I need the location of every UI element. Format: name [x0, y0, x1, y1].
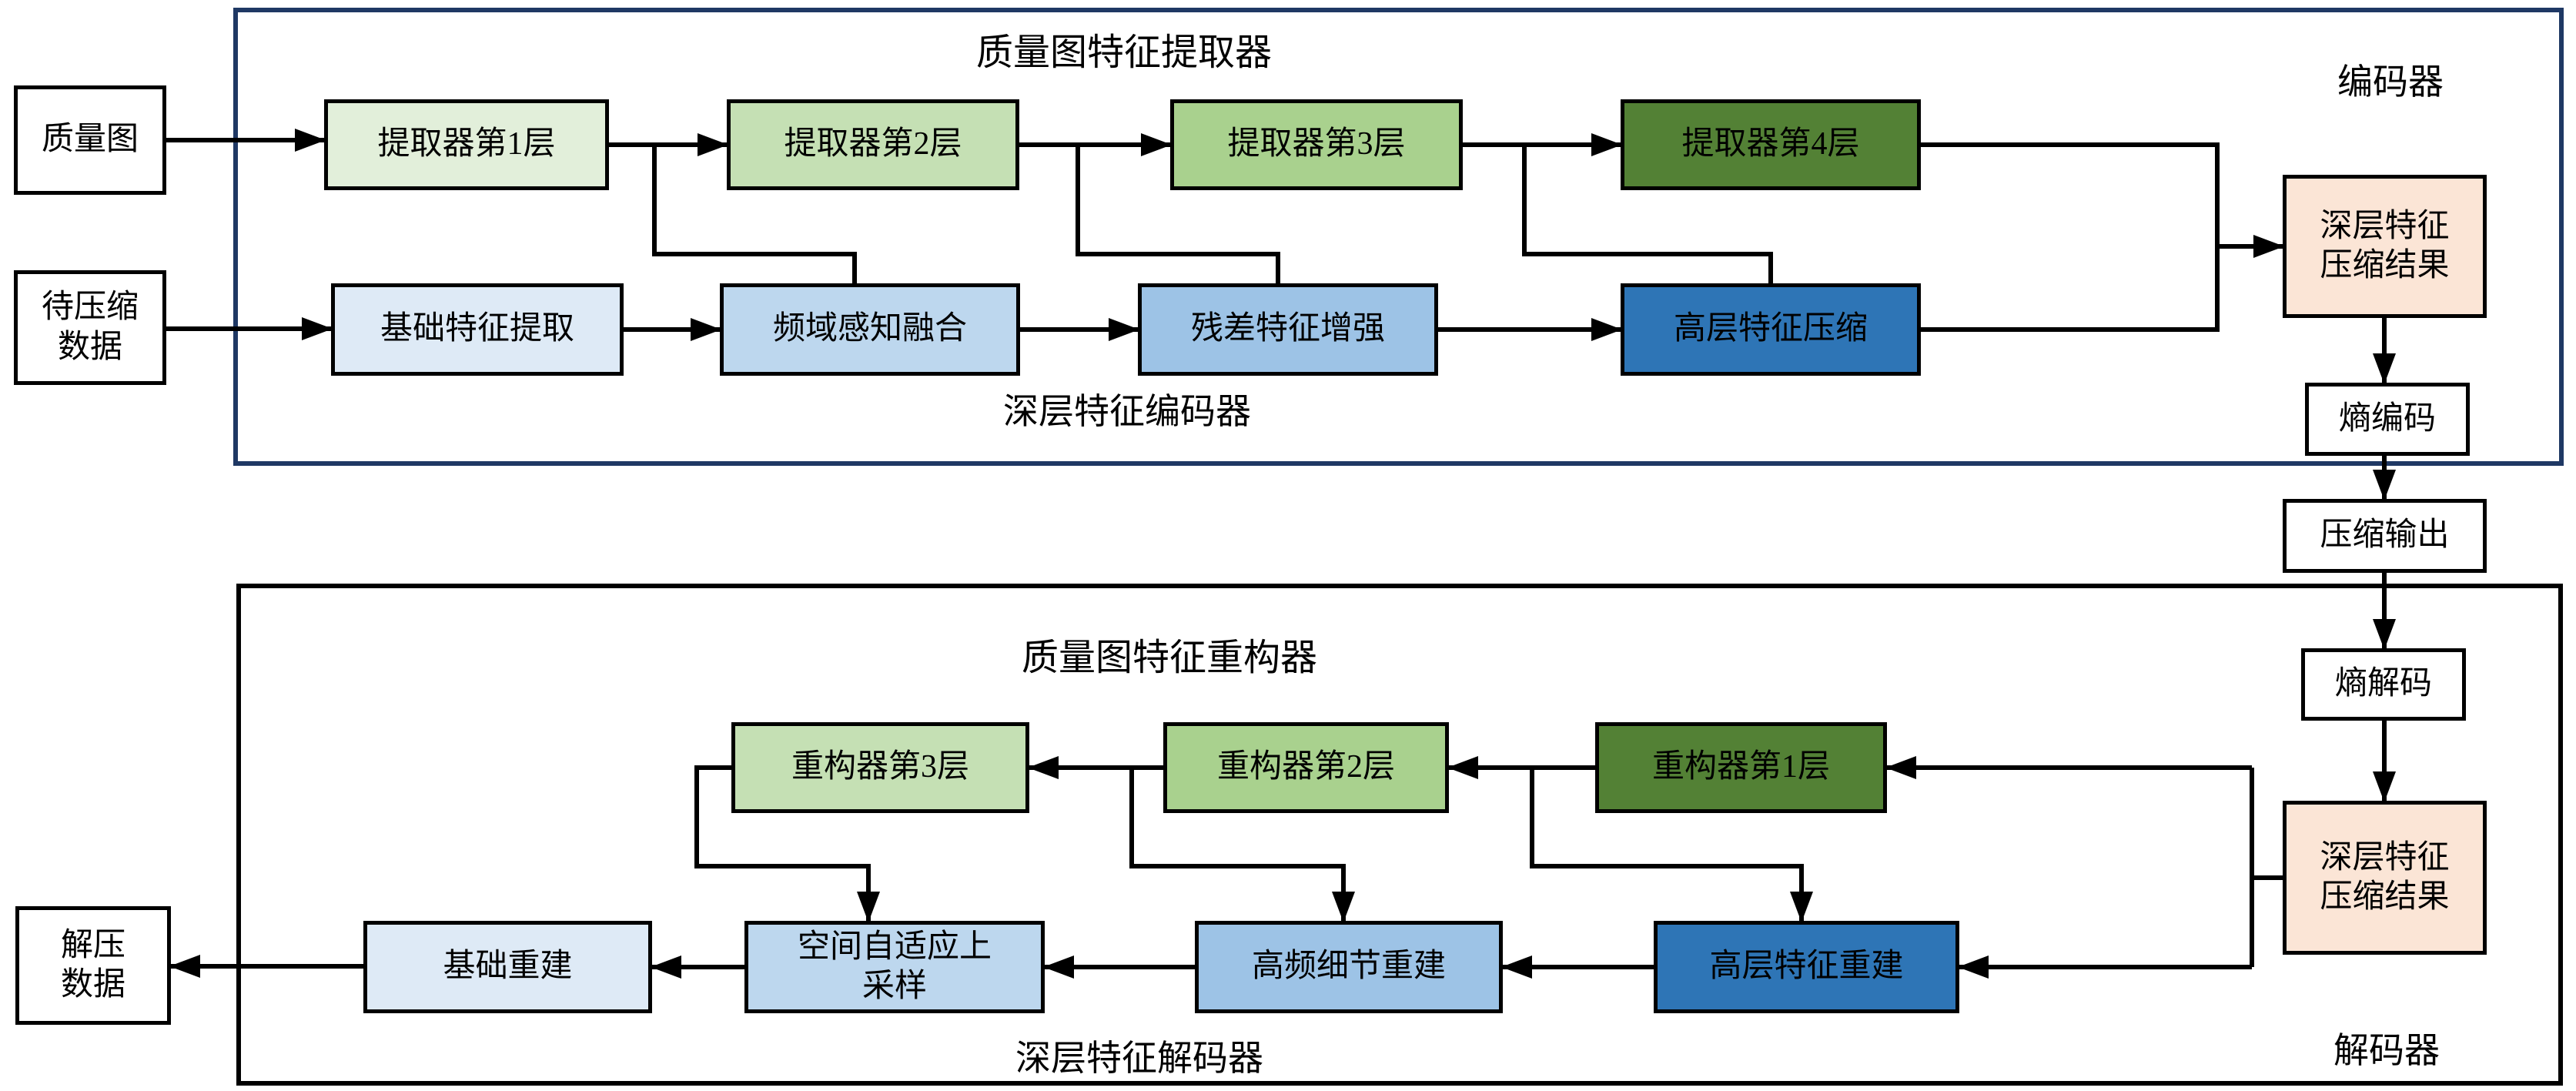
wire-high-to-merge: [1921, 246, 2220, 332]
encoder-frame: [233, 8, 2564, 466]
deep-feature-result-decoder: 深层特征 压缩结果: [2283, 801, 2487, 955]
base-feature-extraction: 基础特征提取: [331, 283, 624, 376]
skip-rec1-to-hlrec: [1530, 768, 1813, 922]
encoder-title: 质量图特征提取器: [975, 32, 1272, 73]
extractor-layer-1: 提取器第1层: [324, 99, 609, 190]
base-reconstruction: 基础重建: [363, 921, 652, 1013]
highlevel-feature-compression: 高层特征压缩: [1621, 283, 1921, 376]
decoder-frame: [236, 584, 2563, 1086]
skip-ext2-to-resid: [1076, 145, 1280, 283]
input-data-to-compress: 待压缩 数据: [14, 270, 166, 385]
residual-feature-enhancement: 残差特征增强: [1138, 283, 1438, 376]
spatial-adaptive-upsampling: 空间自适应上 采样: [744, 921, 1045, 1013]
extractor-layer-4: 提取器第4层: [1621, 99, 1921, 190]
highlevel-feature-reconstruction: 高层特征重建: [1654, 921, 1959, 1013]
skip-ext1-to-freq: [652, 145, 857, 283]
frequency-aware-fusion: 频域感知融合: [720, 283, 1020, 376]
output-decompressed-data: 解压 数据: [15, 906, 171, 1025]
decoder-title: 质量图特征重构器: [1021, 638, 1317, 678]
reconstructor-layer-3: 重构器第3层: [731, 722, 1029, 813]
skip-rec3-to-spatial: [694, 765, 880, 922]
reconstructor-layer-1: 重构器第1层: [1595, 722, 1887, 813]
decoder-sublabel: 深层特征解码器: [1015, 1039, 1263, 1078]
extractor-layer-2: 提取器第2层: [727, 99, 1019, 190]
deep-feature-result-encoder: 深层特征 压缩结果: [2283, 175, 2487, 318]
decoder-region-label: 解码器: [2333, 1031, 2440, 1070]
skip-ext3-to-high: [1522, 145, 1773, 283]
wire-ext4-to-merge: [1921, 142, 2220, 246]
compressed-output: 压缩输出: [2283, 499, 2487, 573]
entropy-encoding: 熵编码: [2305, 383, 2470, 456]
extractor-layer-3: 提取器第3层: [1170, 99, 1463, 190]
encoder-region-label: 编码器: [2337, 62, 2444, 102]
reconstructor-layer-2: 重构器第2层: [1163, 722, 1449, 813]
highfreq-detail-reconstruction: 高频细节重建: [1195, 921, 1503, 1013]
encoder-sublabel: 深层特征编码器: [1003, 392, 1251, 431]
entropy-decoding: 熵解码: [2301, 648, 2466, 721]
skip-rec2-to-hfrec: [1129, 768, 1355, 922]
input-quality-map: 质量图: [14, 85, 166, 195]
